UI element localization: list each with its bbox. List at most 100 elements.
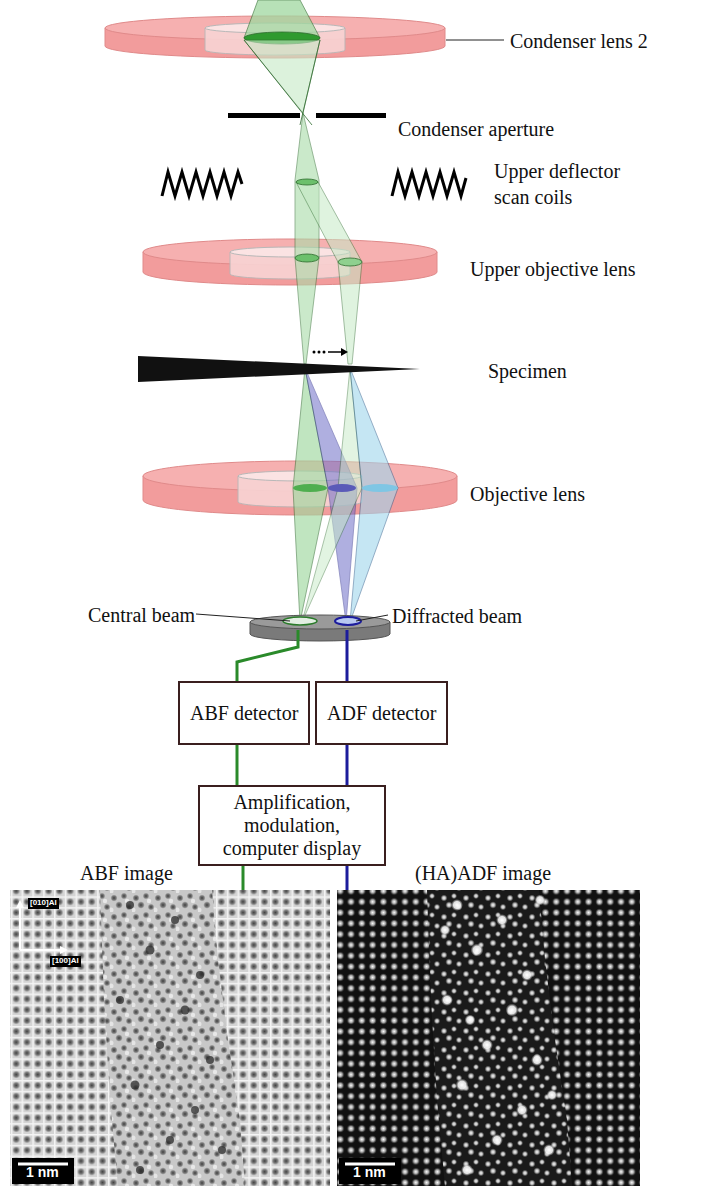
specimen — [313, 351, 316, 354]
abf-micrograph — [181, 1006, 190, 1015]
aperture — [228, 113, 300, 118]
electron-beam — [300, 40, 320, 125]
signal-wire — [346, 630, 349, 681]
panel-heading: (HA)ADF image — [415, 862, 551, 885]
adf-micrograph — [337, 890, 640, 1186]
adf-micrograph — [521, 969, 533, 981]
image-panel: (HA)ADF image1 nm — [337, 890, 640, 1186]
scan-coils — [392, 172, 466, 196]
scattered-beams — [302, 368, 362, 622]
adf-micrograph — [456, 1079, 469, 1092]
adf-micrograph — [440, 895, 558, 1177]
scan-coils — [162, 172, 242, 196]
adf-micrograph — [451, 899, 463, 911]
aperture — [316, 113, 386, 118]
abf-micrograph — [16, 900, 24, 908]
adf-micrograph — [547, 1090, 558, 1101]
electron-beam — [244, 40, 312, 125]
leader-line — [356, 615, 388, 621]
part-label: Condenser aperture — [398, 116, 554, 142]
electron-beam — [295, 113, 319, 364]
abf-micrograph — [10, 890, 330, 1186]
axis-label: [100]Al — [50, 956, 81, 967]
detector-box: ADF detector — [315, 681, 448, 745]
adf-micrograph — [491, 1134, 503, 1146]
adf-micrograph — [465, 1015, 476, 1026]
adf-micrograph — [531, 1054, 543, 1066]
abf-micrograph — [126, 901, 134, 909]
abf-micrograph — [196, 971, 204, 979]
adf-micrograph — [440, 925, 451, 936]
abf-micrograph — [116, 996, 124, 1004]
specimen — [328, 351, 342, 353]
part-label: Diffracted beam — [392, 603, 522, 629]
specimen — [341, 348, 348, 356]
adf-micrograph — [506, 1004, 519, 1017]
part-label: Upper deflector scan coils — [494, 158, 644, 210]
box-label: ABF detector — [190, 702, 298, 725]
box-label: Amplification, modulation, computer disp… — [212, 791, 372, 860]
abf-micrograph — [20, 949, 62, 951]
detector-disk — [250, 615, 390, 641]
adf-micrograph — [339, 1158, 401, 1184]
scan-coils — [162, 172, 466, 196]
adf-micrograph — [337, 890, 640, 1186]
part-label: Specimen — [488, 358, 567, 384]
image-panel: ABF image[010]Al[100]Al1 nm — [10, 890, 330, 1186]
scale-label: 1 nm — [26, 1165, 59, 1180]
adf-micrograph — [535, 895, 546, 906]
signal-connector — [242, 866, 245, 890]
box-label: ADF detector — [327, 702, 436, 725]
scattered-beams — [328, 484, 356, 492]
signal-connector — [236, 745, 239, 785]
abf-micrograph — [206, 1056, 214, 1064]
scattered-beams — [362, 484, 398, 492]
aperture — [228, 113, 386, 118]
scattered-beams — [350, 368, 398, 622]
part-label: Objective lens — [470, 481, 585, 507]
adf-micrograph — [441, 994, 453, 1006]
electron-beam — [244, 40, 320, 113]
electron-beam — [296, 179, 318, 185]
scattered-beams — [293, 368, 398, 622]
abf-micrograph — [60, 946, 68, 954]
abf-micrograph — [136, 1166, 144, 1174]
detector-box: ABF detector — [178, 681, 310, 745]
panel-heading: ABF image — [80, 862, 173, 885]
electron-beam — [244, 0, 362, 364]
leader-line — [446, 40, 504, 41]
adf-micrograph — [516, 1104, 528, 1116]
abf-micrograph — [12, 1158, 74, 1184]
abf-micrograph — [166, 1136, 174, 1144]
leader-line — [196, 614, 290, 621]
abf-micrograph — [171, 916, 179, 924]
signal-wire — [237, 630, 298, 681]
specimen — [318, 351, 321, 354]
adf-micrograph — [481, 1039, 493, 1051]
signal-wire — [237, 630, 347, 681]
adf-micrograph — [543, 1144, 555, 1156]
scattered-beams — [293, 368, 328, 622]
signal-connector — [346, 866, 349, 890]
adf-micrograph — [427, 890, 572, 1186]
abf-micrograph — [218, 1146, 226, 1154]
scale-label: 1 nm — [353, 1165, 386, 1180]
electron-beam — [338, 258, 362, 266]
processing-box: Amplification, modulation, computer disp… — [198, 785, 386, 866]
adf-micrograph — [471, 944, 484, 957]
axis-label: [010]Al — [28, 898, 59, 909]
part-label: Condenser lens 2 — [510, 28, 648, 54]
signal-connector — [346, 745, 349, 785]
specimen — [138, 348, 420, 382]
adf-micrograph — [496, 914, 508, 926]
abf-micrograph — [19, 906, 21, 950]
detector-disk — [250, 615, 390, 629]
adf-micrograph — [461, 1164, 473, 1176]
scattered-beams — [293, 484, 327, 492]
abf-micrograph — [10, 890, 330, 1186]
abf-micrograph — [116, 901, 226, 1174]
electron-beam — [295, 254, 319, 262]
abf-micrograph — [131, 1081, 140, 1090]
abf-micrograph — [100, 890, 245, 1186]
part-label: Upper objective lens — [470, 256, 636, 282]
